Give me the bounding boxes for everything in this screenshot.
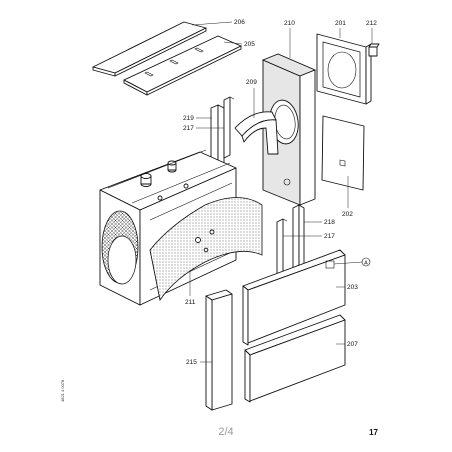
label-219: 219 — [183, 115, 194, 122]
cover-plate-206 — [92, 21, 207, 77]
front-panel-207 — [244, 314, 346, 403]
insulation-block-210 — [261, 53, 317, 206]
front-panel-203 — [242, 249, 346, 346]
bracket-209 — [234, 111, 279, 155]
label-201: 201 — [335, 20, 346, 27]
label-206: 206 — [234, 19, 245, 26]
gasket-plate-205 — [123, 35, 242, 96]
post-218 — [292, 204, 305, 269]
part-labels: 206 205 210 201 212 209 219 217 202 218 … — [183, 19, 377, 366]
side-post-215 — [205, 289, 233, 411]
page-number: 17 — [369, 428, 378, 437]
clip-212 — [368, 43, 380, 57]
label-211: 211 — [185, 299, 196, 306]
rear-panel-202 — [321, 115, 365, 191]
callout-a: A — [333, 257, 371, 266]
insulation-jacket-211 — [149, 197, 263, 302]
label-217-lower: 217 — [324, 233, 335, 240]
label-209: 209 — [246, 79, 257, 86]
leader-lines — [189, 21, 373, 363]
label-202: 202 — [342, 211, 353, 218]
label-203: 203 — [347, 284, 358, 291]
label-210: 210 — [284, 20, 295, 27]
label-207: 207 — [347, 341, 358, 348]
post-219 — [210, 104, 225, 166]
rear-frame-201 — [316, 33, 372, 105]
callout-a-symbol: A — [364, 260, 368, 266]
rail-217-upper — [223, 96, 235, 159]
label-212: 212 — [366, 20, 377, 27]
label-218: 218 — [324, 219, 335, 226]
label-217-upper: 217 — [183, 125, 194, 132]
label-205: 205 — [244, 41, 255, 48]
page-indicator: 2/4 — [218, 426, 234, 438]
label-215: 215 — [186, 359, 197, 366]
drawing-reference: 4821 4 0078 — [60, 379, 65, 402]
